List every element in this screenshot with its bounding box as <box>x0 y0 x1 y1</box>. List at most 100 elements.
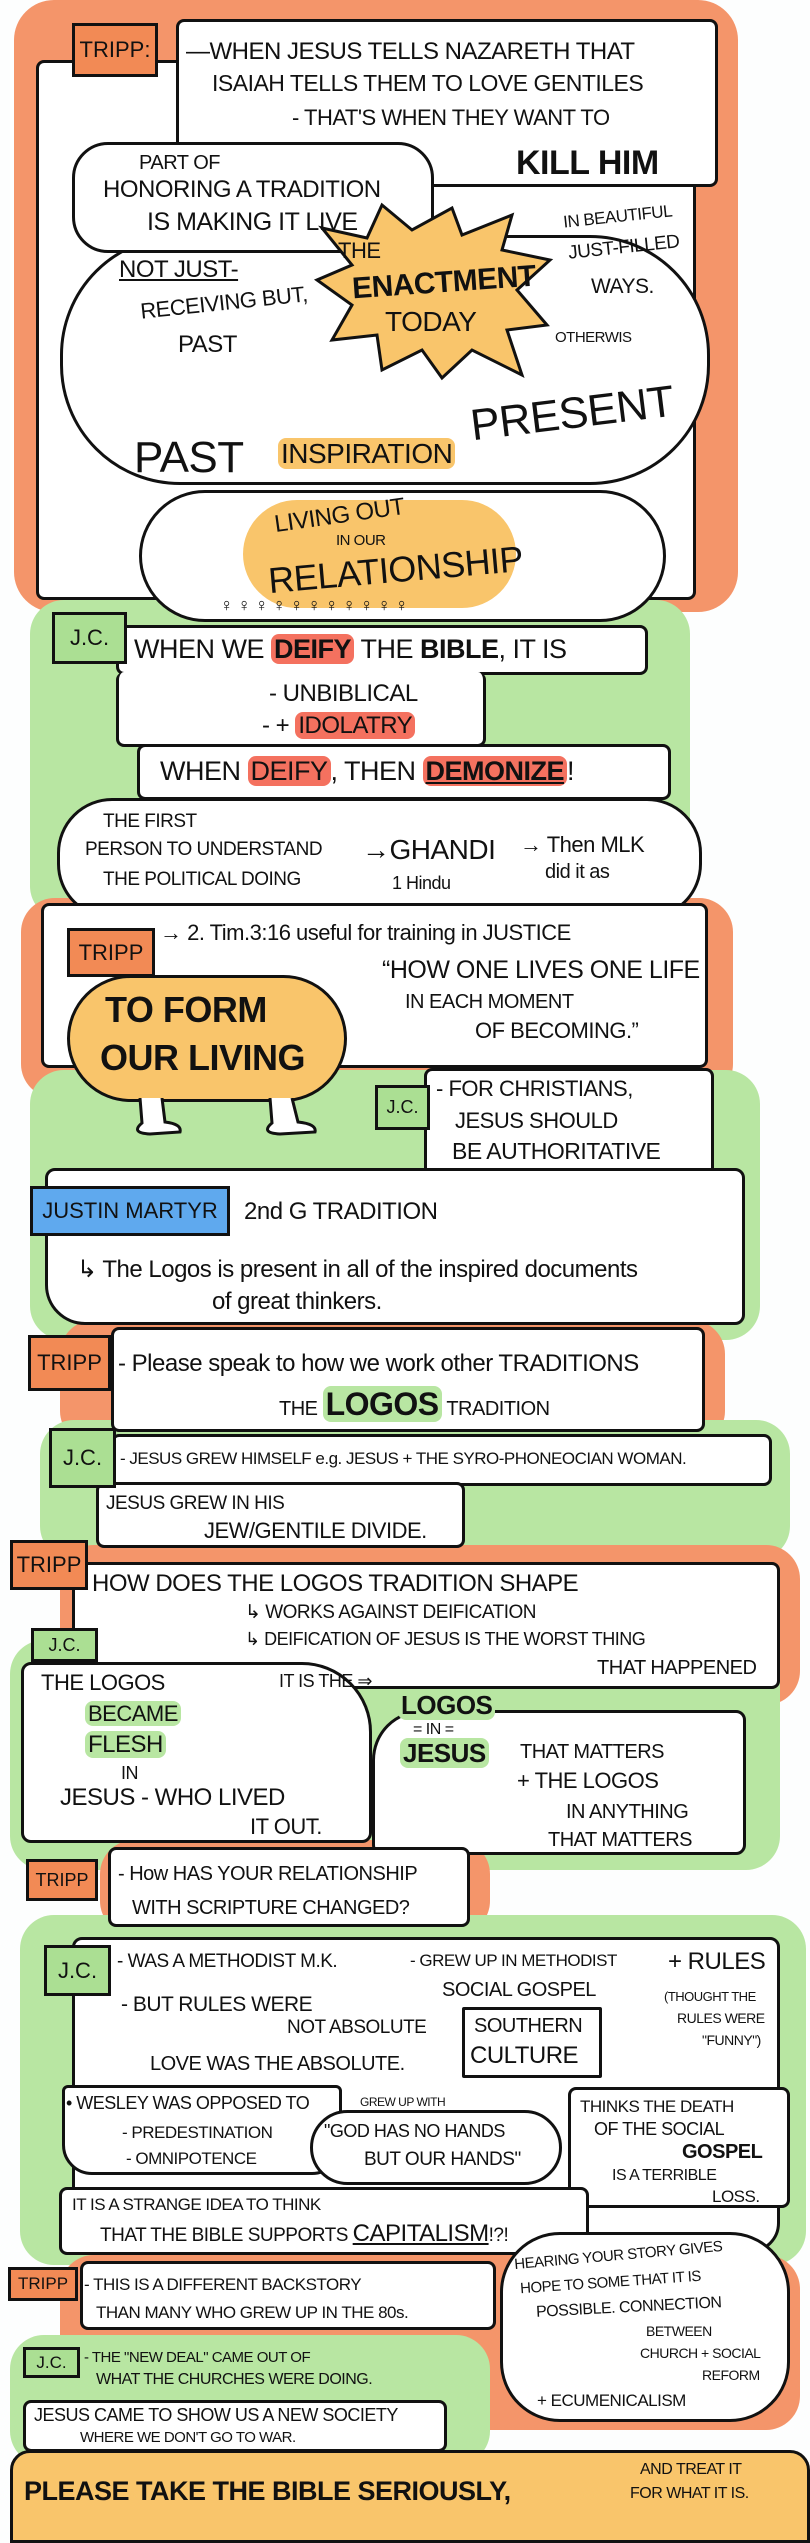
wesley-text: - PREDESTINATION <box>122 2123 273 2142</box>
jew-gentile-text: JEW/GENTILE DIVIDE. <box>204 1518 427 1543</box>
text: , THEN <box>330 756 423 786</box>
scripture-text: WITH SCRIPTURE CHANGED? <box>132 1897 410 1919</box>
past-text: PAST <box>134 433 244 482</box>
deify-line: WHEN WE DEIFY THE BIBLE, IT IS <box>134 634 568 664</box>
kill-him-text: KILL HIM <box>516 144 659 182</box>
logos-flesh-text: FLESH <box>85 1731 166 1758</box>
logos-shape-point: ↳ DEIFICATION OF JESUS IS THE WORST THIN… <box>245 1629 646 1649</box>
speaker-tag-tripp: TRIPP <box>26 1859 98 1901</box>
speaker-tag-jc: J.C. <box>49 1428 116 1488</box>
speaker-tag-jc: J.C. <box>375 1085 430 1130</box>
capitalism-text: IT IS A STRANGE IDEA TO THINK <box>72 2195 321 2214</box>
highlight: FLESH <box>85 1731 166 1758</box>
hands-text: BUT OUR HANDS" <box>364 2149 521 2170</box>
text: TRADITION <box>441 1398 550 1420</box>
new-deal-text: WHAT THE CHURCHES WERE DOING. <box>96 2371 373 2388</box>
to-form-oval <box>67 975 347 1102</box>
banner-side-text: FOR WHAT IT IS. <box>630 2485 749 2502</box>
methodist-text: SOCIAL GOSPEL <box>442 1979 596 2001</box>
mlk-text: → Then MLK <box>520 832 645 857</box>
logos-flesh-text: BECAME <box>85 1701 181 1726</box>
authoritative-text: - FOR CHRISTIANS, <box>436 1076 633 1101</box>
syro-text: - JESUS GREW HIMSELF e.g. JESUS + THE SY… <box>120 1449 687 1468</box>
tim-text: → 2. Tim.3:16 useful for training in JUS… <box>160 920 571 945</box>
rules-absolute-text: NOT ABSOLUTE <box>287 2017 427 2038</box>
speaker-tag-jc: J.C. <box>44 1945 111 1996</box>
backstory-text: - THIS IS A DIFFERENT BACKSTORY <box>84 2275 362 2294</box>
logos-shape-point: THAT HAPPENED <box>597 1657 757 1679</box>
to-form-text: OUR LIVING <box>100 1037 306 1078</box>
scripture-text: - How HAS YOUR RELATIONSHIP <box>118 1863 418 1885</box>
southern-culture-text: CULTURE <box>470 2042 579 2069</box>
living-highlight <box>243 500 516 608</box>
text: - + <box>262 712 296 739</box>
quote-line: - THAT'S WHEN THEY WANT TO <box>292 105 610 130</box>
text: ! <box>567 756 575 786</box>
honoring-text: HONORING A TRADITION <box>103 176 381 203</box>
text: WHEN <box>160 756 248 786</box>
not-just-text: NOT JUST- <box>119 256 239 283</box>
social-gospel-text: GOSPEL <box>682 2141 763 2163</box>
social-gospel-text: THINKS THE DEATH <box>580 2097 734 2116</box>
society-text: WHERE WE DON'T GO TO WAR. <box>80 2429 296 2446</box>
syro-box <box>111 1434 772 1486</box>
inspiration-highlight: INSPIRATION <box>278 438 456 469</box>
quote-text: OF BECOMING.” <box>475 1018 639 1043</box>
hindu-text: 1 Hindu <box>392 873 451 893</box>
society-box <box>23 2400 447 2452</box>
funny-text: "FUNNY") <box>702 2032 761 2048</box>
logos-flesh-text: IN <box>121 1763 139 1783</box>
text: , IT IS <box>498 634 568 664</box>
text: !?! <box>488 2225 509 2246</box>
quote-line: —WHEN JESUS TELLS NAZARETH THAT <box>186 38 635 65</box>
hands-cloud <box>310 2110 562 2185</box>
text: THE <box>279 1398 323 1420</box>
logos-matters-text: = IN = <box>413 1721 454 1738</box>
to-form-text: TO FORM <box>105 989 267 1030</box>
inspiration-text: INSPIRATION <box>278 438 456 469</box>
jew-gentile-box <box>96 1482 465 1548</box>
logos-shape-point: ↳ WORKS AGAINST DEIFICATION <box>245 1602 536 1623</box>
logos-matters-text: THAT MATTERS <box>520 1741 665 1763</box>
beautiful-text: WAYS. <box>591 275 654 298</box>
funny-text: (THOUGHT THE <box>664 1989 756 2004</box>
traditions-text: - Please speak to how we work other TRAD… <box>118 1350 639 1377</box>
mlk-text: did it as <box>545 861 610 883</box>
honoring-text: IS MAKING IT LIVE <box>147 208 358 236</box>
tradition-text: 2nd G TRADITION <box>244 1198 438 1225</box>
first-person-text: PERSON TO UNDERSTAND <box>85 839 323 860</box>
banner-side-text: AND TREAT IT <box>640 2461 742 2478</box>
hope-text: REFORM <box>702 2367 760 2383</box>
hands-text: "GOD HAS NO HANDS <box>324 2121 505 2141</box>
wesley-text: - OMNIPOTENCE <box>126 2149 257 2168</box>
capitalism-box <box>59 2187 589 2255</box>
speaker-tag-justin-martyr: JUSTIN MARTYR <box>30 1186 230 1236</box>
logos-matters-text: IN ANYTHING <box>566 1801 689 1823</box>
authoritative-text: JESUS SHOULD <box>455 1108 618 1133</box>
logos-matters-text: LOGOS <box>398 1690 496 1720</box>
hope-text: + ECUMENICALISM <box>537 2391 686 2410</box>
logos-present-text: of great thinkers. <box>212 1288 382 1315</box>
capitalism-text: THAT THE BIBLE SUPPORTS CAPITALISM!?! <box>100 2222 509 2246</box>
enactment-text: TODAY <box>385 306 477 337</box>
love-text: LOVE WAS THE ABSOLUTE. <box>150 2053 405 2075</box>
feet-icon <box>136 1098 317 1136</box>
logos-present-text: ↳ The Logos is present in all of the ins… <box>77 1256 638 1283</box>
grew-up-with-text: GREW UP WITH <box>360 2095 446 2109</box>
social-gospel-text: OF THE SOCIAL <box>594 2119 725 2139</box>
quote-line: ISAIAH TELLS THEM TO LOVE GENTILES <box>212 70 644 96</box>
southern-culture-text: SOUTHERN <box>474 2015 583 2037</box>
hope-text: CHURCH + SOCIAL <box>640 2345 761 2361</box>
otherwis-text: OTHERWIS <box>555 329 632 346</box>
highlight: LOGOS <box>398 1690 496 1720</box>
funny-text: RULES WERE <box>677 2010 765 2026</box>
text: WHEN WE <box>134 634 271 664</box>
backstory-text: THAN MANY WHO GREW UP IN THE 80s. <box>96 2303 409 2322</box>
speaker-tag-jc: J.C. <box>31 1628 98 1662</box>
southern-culture-box <box>462 2007 602 2078</box>
text: THAT THE BIBLE SUPPORTS <box>100 2225 353 2246</box>
speaker-tag-jc: J.C. <box>52 612 127 664</box>
hope-cloud <box>500 2232 790 2422</box>
logos-matters-text: THAT MATTERS <box>548 1829 693 1851</box>
bible-text: BIBLE <box>420 634 499 664</box>
